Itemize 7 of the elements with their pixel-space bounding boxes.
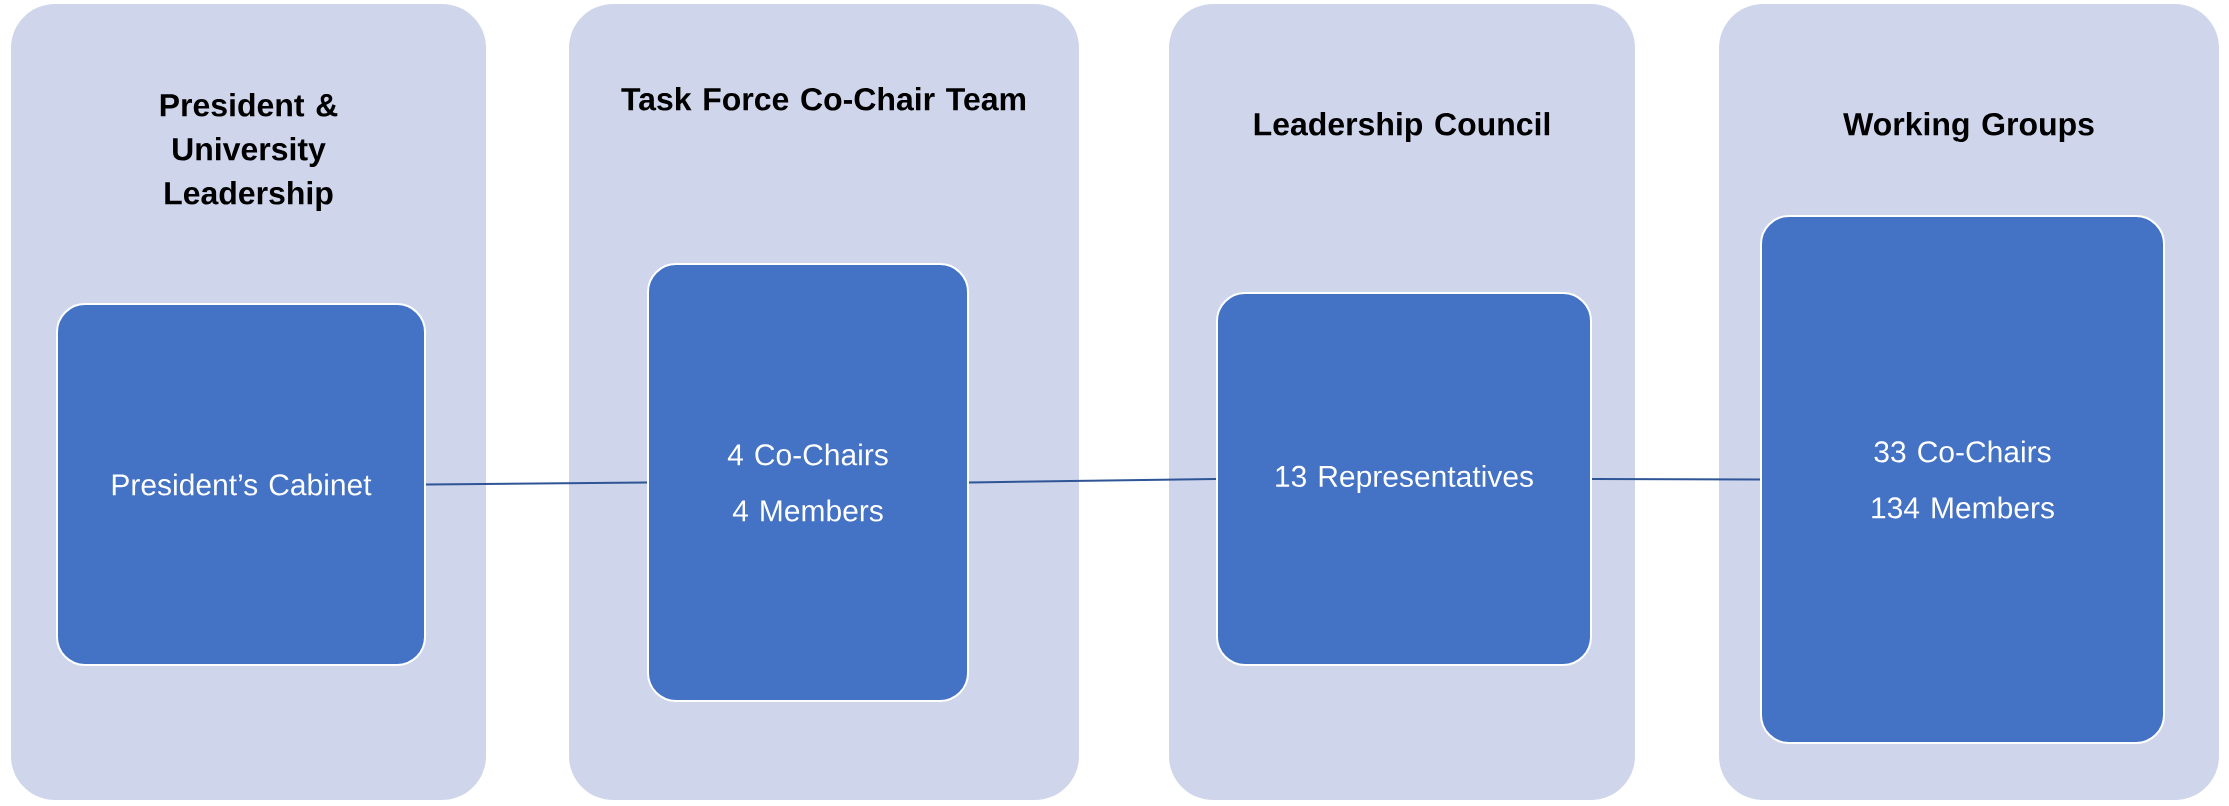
member-box: 33 Co-Chairs 134 Members (1760, 215, 2165, 744)
connector-line (425, 481, 648, 486)
member-box: President’s Cabinet (56, 303, 426, 666)
member-box: 13 Representatives (1216, 292, 1592, 666)
connector-line (1591, 478, 1761, 481)
connector-line (968, 478, 1217, 484)
member-box: 4 Co-Chairs 4 Members (647, 263, 969, 702)
